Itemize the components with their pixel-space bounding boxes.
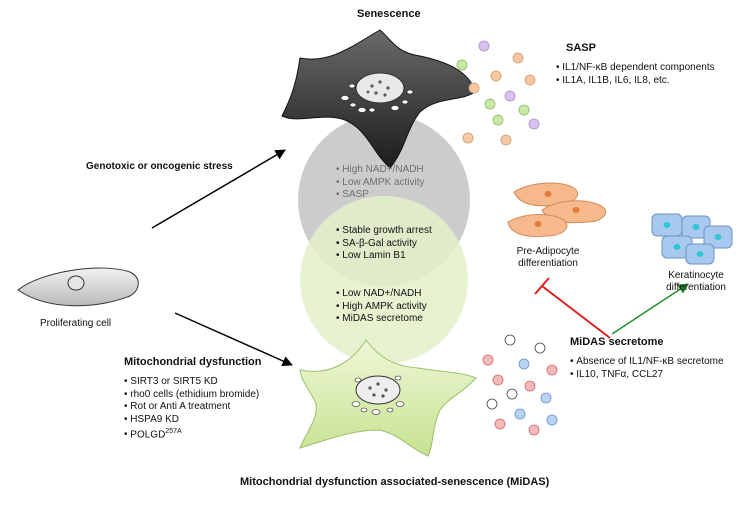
proliferating-cell-label: Proliferating cell [40, 318, 112, 329]
senescent-cell [281, 29, 476, 169]
venn-top-item: High NAD+/NADH [336, 164, 425, 177]
midas-secretome-dots [482, 334, 558, 436]
polg-main: POLGD [130, 429, 166, 441]
midas-secretome-item: IL10, TNFα, CCL27 [570, 369, 724, 382]
proliferating-cell [17, 267, 139, 307]
polg-superscript: 257A [165, 428, 182, 435]
genotoxic-stress-label: Genotoxic or oncogenic stress [86, 161, 233, 172]
keratinocyte-label-line1: Keratinocyte [668, 270, 724, 281]
midas-nucleus [355, 375, 401, 405]
mito-dysfunction-title: Mitochondrial dysfunction [124, 356, 262, 368]
venn-bottom-list: Low NAD+/NADH High AMPK activity MiDAS s… [336, 288, 427, 326]
midas-secretome-title: MiDAS secretome [570, 336, 664, 348]
venn-overlap-list: Stable growth arrest SA-β-Gal activity L… [336, 225, 432, 263]
venn-top-item: Low AMPK activity [336, 177, 424, 190]
preadipocyte-label-line2: differentiation [518, 258, 578, 269]
preadipocyte-label: Pre-Adipocyte differentiation [500, 246, 596, 270]
keratinocyte-label: Keratinocyte differentiation [648, 270, 744, 294]
venn-top-list: High NAD+/NADH Low AMPK activity SASP [336, 164, 425, 202]
mito-item: HSPA9 KD [124, 414, 259, 427]
sasp-item: IL1A, IL1B, IL6, IL8, etc. [556, 75, 715, 88]
venn-overlap-item: SA-β-Gal activity [336, 238, 432, 251]
mito-item: Rot or Anti A treatment [124, 401, 259, 414]
proliferating-nucleus [67, 275, 85, 291]
sasp-item: IL1/NF-κB dependent components [556, 62, 714, 75]
arrow-to-midas [174, 312, 293, 366]
venn-bottom-item: High AMPK activity [336, 301, 426, 314]
midas-secretome-list: Absence of IL1/NF-κB secretome IL10, TNF… [570, 356, 724, 382]
sasp-dots [456, 40, 540, 146]
venn-bottom-item: Low NAD+/NADH [336, 288, 427, 301]
venn-top-item: SASP [336, 189, 425, 202]
preadipocyte-cells [507, 182, 607, 237]
inhibit-arrow [534, 277, 611, 339]
midas-title: Mitochondrial dysfunction associated-sen… [240, 476, 550, 488]
sasp-title: SASP [566, 42, 596, 54]
mito-item: rho0 cells (ethidium bromide) [124, 389, 259, 402]
keratinocyte-label-line2: differentiation [666, 282, 726, 293]
mito-item: SIRT3 or SIRT5 KD [124, 376, 259, 389]
arrow-to-senescence [151, 149, 286, 229]
mito-item-polg: POLGD257A [124, 426, 259, 442]
venn-bottom-item: MiDAS secretome [336, 313, 427, 326]
mito-dysfunction-list: SIRT3 or SIRT5 KD rho0 cells (ethidium b… [124, 376, 259, 442]
venn-overlap-item: Low Lamin B1 [336, 250, 432, 263]
senescent-nucleus [355, 72, 405, 104]
midas-cell [299, 339, 477, 457]
sasp-list: IL1/NF-κB dependent components IL1A, IL1… [556, 62, 715, 88]
keratinocyte-cells [651, 213, 733, 265]
senescence-title: Senescence [357, 8, 421, 20]
activate-arrow [611, 283, 689, 335]
preadipocyte-label-line1: Pre-Adipocyte [516, 246, 580, 257]
venn-overlap-item: Stable growth arrest [336, 225, 432, 238]
midas-secretome-item: Absence of IL1/NF-κB secretome [570, 356, 723, 369]
